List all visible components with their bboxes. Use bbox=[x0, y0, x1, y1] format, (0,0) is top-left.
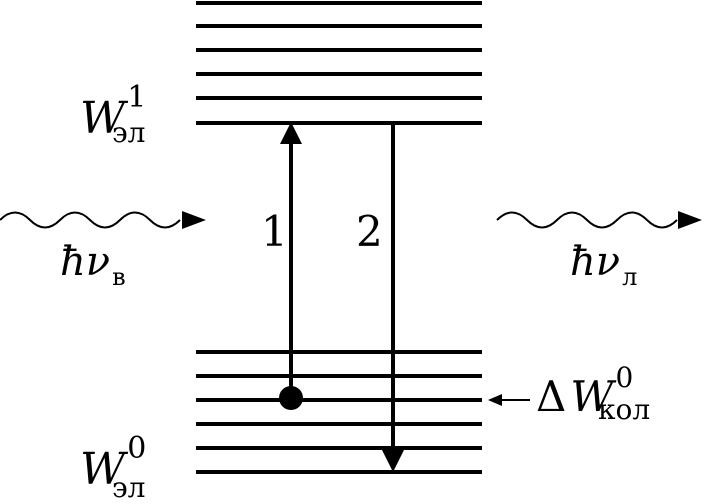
outgoing-photon-wave bbox=[496, 211, 678, 229]
vibrational-pointer-head bbox=[488, 394, 502, 406]
upper-level-sub: эл bbox=[112, 116, 145, 149]
vibrational-symbol: W bbox=[570, 372, 617, 421]
lower-level-sup: 0 bbox=[127, 431, 146, 466]
upper-level-label: W1 bbox=[80, 80, 146, 144]
lower-level-lines bbox=[196, 350, 482, 474]
emission-arrow-head bbox=[382, 450, 404, 472]
vibrational-sup: 0 bbox=[616, 361, 634, 394]
incoming-photon-arrow-head bbox=[182, 211, 206, 229]
vibrational-delta: Δ bbox=[536, 372, 566, 421]
vibrational-sub: кол bbox=[598, 393, 650, 426]
incoming-photon-sub: в bbox=[112, 263, 126, 291]
upper-level-symbol: W bbox=[80, 93, 129, 144]
emission-label: 2 bbox=[356, 207, 383, 256]
vibrational-spacing-label: ΔW0 bbox=[536, 361, 633, 421]
outgoing-photon-sub: л bbox=[622, 263, 637, 291]
lower-level-sub: эл bbox=[112, 471, 145, 504]
outgoing-photon-arrow-head bbox=[678, 211, 702, 229]
outgoing-photon-label: ħνл bbox=[570, 239, 637, 291]
absorption-label: 1 bbox=[261, 207, 288, 256]
absorption-arrow-head bbox=[280, 122, 302, 144]
incoming-photon-wave bbox=[0, 211, 181, 229]
incoming-photon-label: ħνв bbox=[60, 239, 126, 291]
lower-level-label: W0 bbox=[80, 431, 146, 495]
upper-level-lines bbox=[196, 1, 482, 125]
lower-level-symbol: W bbox=[80, 444, 129, 495]
incoming-photon-main: ħν bbox=[60, 239, 110, 285]
initial-state-dot bbox=[279, 386, 303, 410]
outgoing-photon-main: ħν bbox=[570, 239, 620, 285]
upper-level-sup: 1 bbox=[127, 80, 146, 115]
